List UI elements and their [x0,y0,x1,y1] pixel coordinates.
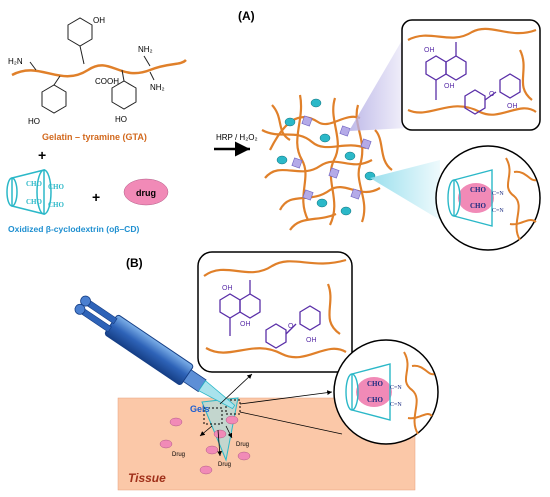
gta-ho: HO [28,117,40,126]
svg-text:OH: OH [424,47,435,54]
inclusion-complex-a: CHO CHO C=N C=N [447,157,537,241]
crosslink-structure-a: OH OH O OH [407,27,537,116]
gta-h2n: H₂N [8,57,23,66]
svg-text:CHO: CHO [367,380,384,388]
svg-text:OH: OH [222,285,233,292]
drug-small-2: Drug [236,442,249,448]
inclusion-complex-b: CHO CHO C=N C=N [345,351,435,435]
reaction-conditions: HRP / H₂O₂ [216,133,258,142]
zoom-box-crosslink-a [401,19,541,131]
released-drugs [159,415,251,475]
cd-name: Oxidized β-cyclodextrin (oβ–CD) [8,224,139,234]
svg-text:OH: OH [306,337,317,344]
gta-nh2-top: NH₂ [138,45,153,54]
svg-text:O: O [288,323,294,330]
svg-text:O: O [489,91,495,98]
gta-oh-top: OH [93,16,105,25]
gta-ring-2 [41,84,67,114]
gta-cooh: COOH [95,77,119,86]
svg-text:CHO: CHO [470,186,487,194]
svg-text:C=N: C=N [492,208,504,214]
leader-arrow-top [219,373,253,405]
crosslink-structure-b: OH OH O OH [203,258,347,359]
svg-text:OH: OH [507,103,518,110]
gta-name: Gelatin – tyramine (GTA) [42,132,147,142]
drug-small-3: Drug [218,462,231,468]
cd-cho-1: CHO [26,180,43,188]
cyclodextrin-icon: CHO CHO CHO CHO [6,169,65,215]
crosslink-nodes [291,115,372,201]
tissue-label: Tissue [128,471,166,485]
cd-cho-2: CHO [48,183,65,191]
plus-1: + [38,147,46,163]
gta-ring-1 [67,17,93,47]
panel-b-label: (B) [126,256,143,270]
drug-label: drug [136,188,156,198]
svg-text:C=N: C=N [390,385,402,391]
gta-molecule: OH H₂N NH₂ NH₂ COOH HO HO [8,16,187,126]
leader-line-right [239,411,343,435]
zoom-box-crosslink-b [197,251,353,373]
gta-backbone [11,59,187,78]
syringe-icon [74,295,236,410]
svg-text:OH: OH [444,83,455,90]
gta-oh-bottom: HO [115,115,127,124]
zoom-cone-bottom [370,160,440,220]
cd-cho-3: CHO [26,198,43,206]
svg-text:CHO: CHO [470,202,487,210]
plus-2: + [92,189,100,205]
gels-label: Gels [190,404,210,414]
hydrogel-network [261,94,393,231]
leader-arrow-right [239,390,333,405]
svg-text:OH: OH [240,321,251,328]
svg-text:C=N: C=N [492,191,504,197]
drug-small-1: Drug [172,452,185,458]
cd-cho-4: CHO [48,201,65,209]
zoom-cone-top [349,30,408,131]
svg-text:C=N: C=N [390,402,402,408]
panel-a-label: (A) [238,9,255,23]
drug-ellipse [123,178,169,206]
gel-selection-1 [203,407,223,425]
svg-text:CHO: CHO [367,396,384,404]
gel-selection-2 [225,399,241,415]
gta-nh2-right: NH₂ [150,83,165,92]
